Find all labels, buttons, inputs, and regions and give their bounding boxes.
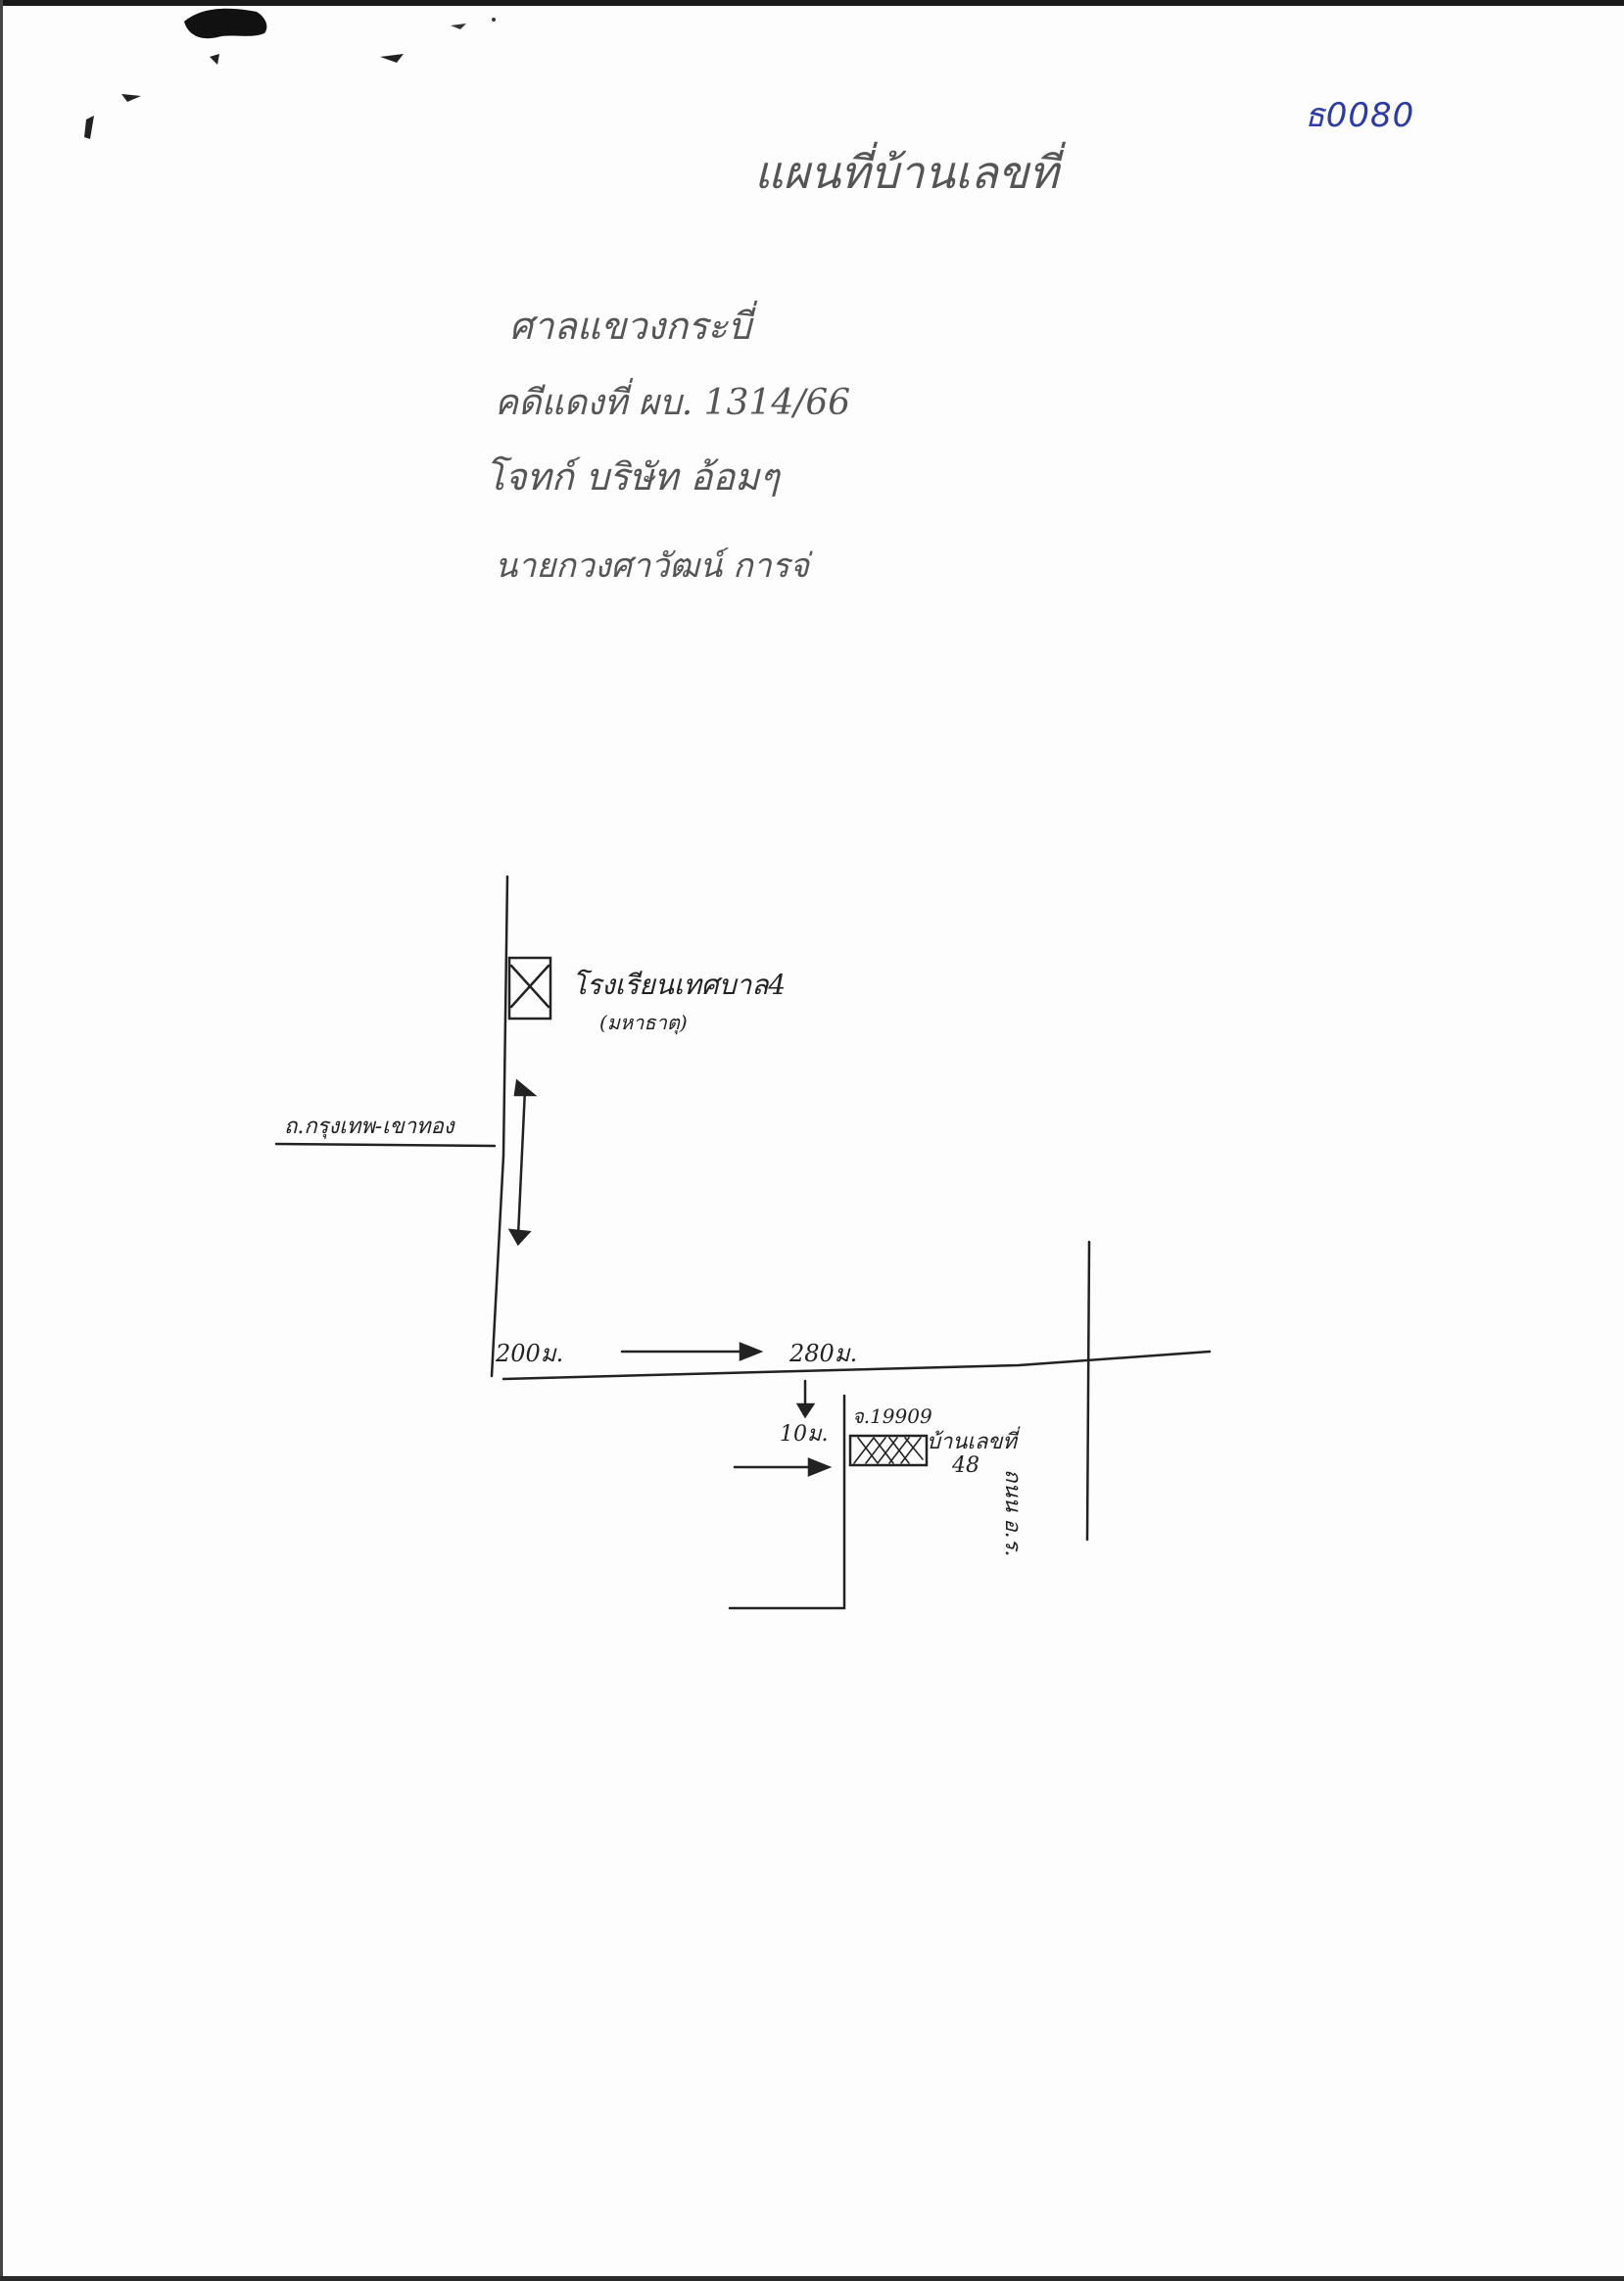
side-road-label: ถนน อ.ร.	[1000, 1469, 1025, 1557]
distance-280-label: 280ม.	[789, 1340, 858, 1367]
landmark-label: โรงเรียนเทศบาล4	[572, 969, 787, 1001]
target-id-label: จ.19909	[852, 1404, 932, 1428]
highway-road	[274, 1142, 497, 1148]
landmark-sublabel: (มหาธาตุ)	[599, 1011, 688, 1034]
document-title: แผนที่บ้านเลขที่	[754, 146, 1059, 199]
main-vertical-road	[490, 875, 509, 1378]
court-name: ศาลแขวงกระบี่	[509, 305, 752, 348]
plaintiff: โจทก์ บริษัท อ้อมๆ	[485, 455, 780, 499]
highway-label: ถ.กรุงเทพ-เขาทอง	[284, 1115, 454, 1139]
scan-border-top	[0, 0, 1624, 6]
main-horizontal-road	[502, 1350, 1212, 1381]
target-house-number: 48	[952, 1453, 979, 1478]
document-number: ธ0080	[1305, 96, 1415, 135]
distance-200-label: 200ม.	[496, 1340, 564, 1367]
target-house-label: บ้านเลขที่	[927, 1430, 1017, 1454]
case-number: คดีแดงที่ ผบ. 1314/66	[495, 383, 851, 423]
distance-10-label: 10ม.	[780, 1422, 829, 1447]
scan-border-bottom	[0, 2276, 1624, 2281]
target-house-marker	[848, 1434, 929, 1467]
distance-arrow-200	[516, 1087, 527, 1238]
defendant: นายกวงศาวัฒน์ การจ่	[495, 546, 809, 586]
side-road	[1085, 1240, 1091, 1542]
lower-lane	[728, 1394, 846, 1610]
scan-border-left	[0, 0, 3, 2281]
landmark-marker	[507, 956, 552, 1021]
